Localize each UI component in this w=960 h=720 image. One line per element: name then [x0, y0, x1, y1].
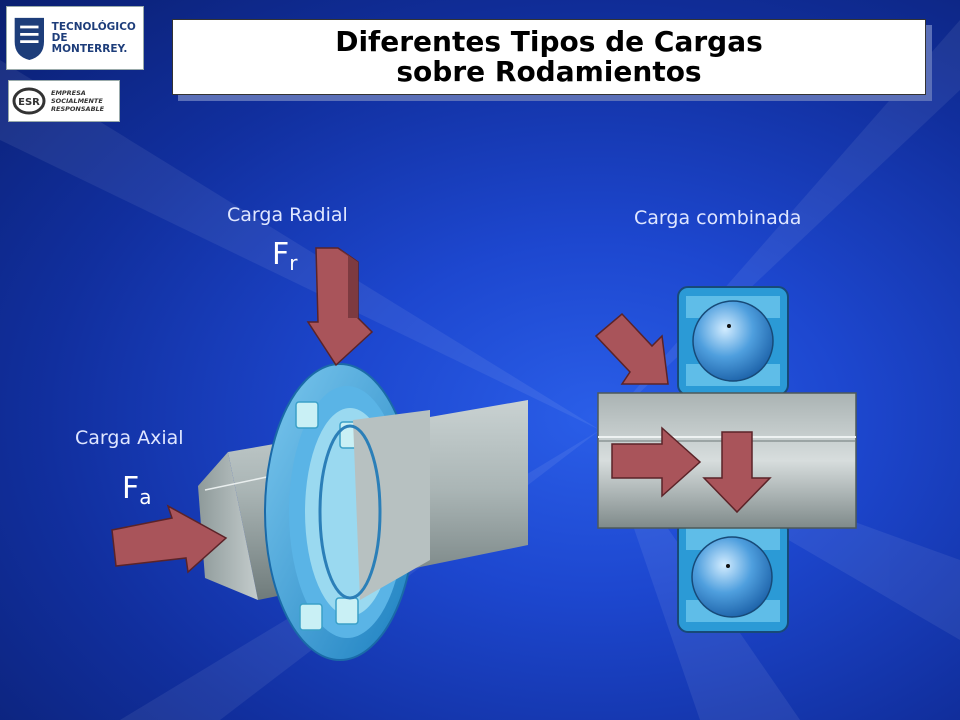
radial-load-label: Carga Radial	[227, 204, 348, 226]
combined-angled-arrow	[594, 312, 669, 385]
axial-force-subscript: a	[139, 485, 152, 509]
tec-logo-line2: DE MONTERREY.	[51, 31, 128, 55]
radial-force-arrow	[306, 247, 374, 367]
axial-force-symbol: Fa	[122, 474, 152, 512]
esr-badge-text: ESR	[18, 97, 40, 108]
radial-force-symbol: Fr	[272, 240, 298, 278]
title-box: Diferentes Tipos de Cargas sobre Rodamie…	[172, 19, 926, 95]
axial-force-letter: F	[122, 471, 140, 506]
axial-load-label: Carga Axial	[75, 427, 184, 449]
esr-badge-icon: ESR	[12, 87, 46, 115]
esr-logo: ESR EMPRESA SOCIALMENTE RESPONSABLE	[8, 80, 120, 122]
left-bearing	[264, 363, 430, 661]
tec-logo-line1: TECNOLÓGICO	[51, 20, 136, 33]
esr-line2: SOCIALMENTE	[51, 97, 103, 105]
esr-line3: RESPONSABLE	[51, 105, 105, 113]
radial-force-letter: F	[272, 237, 290, 272]
combined-bearing-section	[597, 286, 857, 633]
combined-load-label: Carga combinada	[634, 207, 802, 229]
tec-shield-icon	[14, 17, 45, 61]
combined-axial-arrow	[611, 426, 702, 498]
radial-force-subscript: r	[289, 251, 298, 275]
combined-radial-arrow	[702, 431, 772, 514]
esr-line1: EMPRESA	[51, 89, 86, 97]
axial-force-arrow	[111, 504, 228, 574]
slide-title: Diferentes Tipos de Cargas sobre Rodamie…	[335, 25, 763, 88]
tec-monterrey-logo: TECNOLÓGICO DE MONTERREY.	[6, 6, 144, 70]
